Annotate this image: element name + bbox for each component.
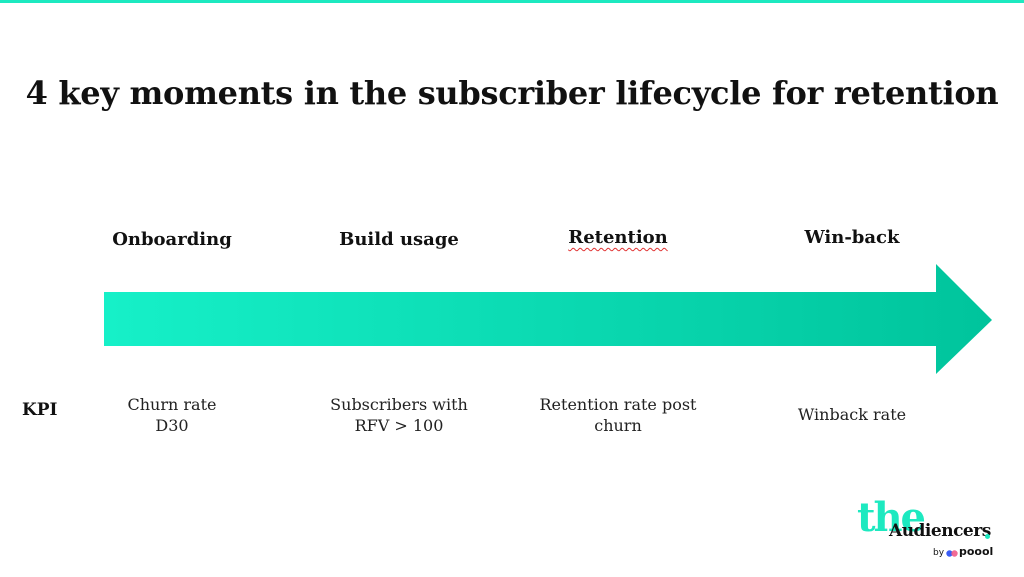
the-audiencers-logo: the Audiencers by poool: [855, 494, 1005, 560]
kpi-retention: Retention rate post churn: [528, 394, 708, 436]
logo-dot: [985, 534, 990, 539]
kpi-retention-line-1: Retention rate post: [539, 395, 697, 414]
stage-retention-label: Retention: [568, 227, 668, 248]
logo-by-text: by: [933, 548, 945, 558]
logo-the-text: the: [857, 494, 926, 541]
kpi-onboarding: Churn rate D30: [82, 394, 262, 436]
arrow-shape: [104, 264, 992, 374]
logo-audiencers-text: Audiencers: [889, 521, 991, 541]
kpi-build-usage-line-2: RFV > 100: [354, 416, 444, 435]
kpi-build-usage-line-1: Subscribers with: [330, 395, 468, 414]
kpi-win-back: Winback rate: [762, 404, 942, 425]
kpi-win-back-line-1: Winback rate: [797, 405, 907, 424]
kpi-onboarding-line-1: Churn rate: [127, 395, 217, 414]
logo-poool-text: poool: [959, 545, 994, 558]
top-accent-bar: [0, 0, 1024, 3]
stage-build-usage-label: Build usage: [339, 229, 459, 250]
poool-icon: [946, 550, 958, 557]
kpi-retention-line-2: churn: [594, 416, 642, 435]
kpi-row-label: KPI: [22, 400, 58, 420]
timeline-arrow: [104, 264, 992, 374]
stage-onboarding-label: Onboarding: [112, 229, 232, 250]
stage-win-back-label: Win-back: [804, 227, 900, 248]
kpi-build-usage: Subscribers with RFV > 100: [309, 394, 489, 436]
diagram-title: 4 key moments in the subscriber lifecycl…: [25, 74, 999, 112]
kpi-onboarding-line-2: D30: [155, 416, 189, 435]
